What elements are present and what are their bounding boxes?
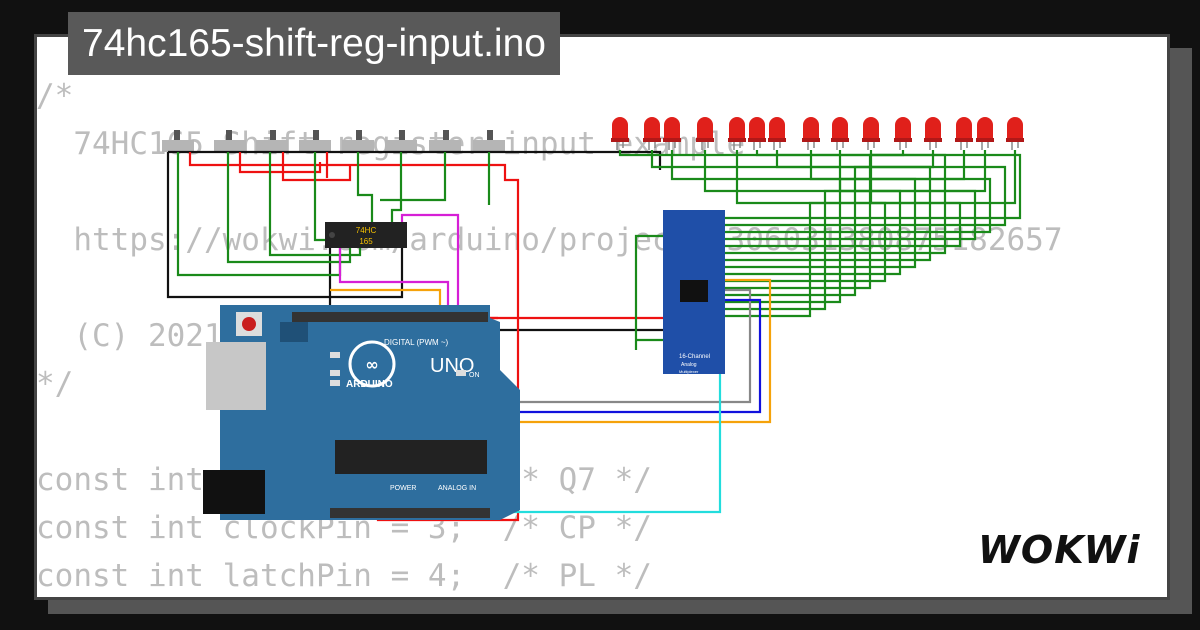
code-line: */: [36, 366, 74, 402]
wire: [490, 320, 722, 514]
code-line: /*: [36, 78, 74, 114]
wire: [166, 152, 404, 299]
wokwi-logo: WOKWi: [978, 528, 1141, 572]
atmega-chip: [335, 440, 487, 474]
digital-header: [292, 312, 488, 322]
led: [802, 117, 820, 150]
led: [924, 117, 942, 150]
wire: [618, 150, 1022, 220]
led: [663, 117, 681, 150]
analog-label: ANALOG IN: [438, 485, 476, 492]
led: [955, 117, 973, 150]
led: [862, 117, 880, 150]
slide-switch: [214, 130, 246, 152]
led: [1006, 117, 1024, 150]
on-label: ON: [469, 372, 480, 379]
slide-switch: [473, 130, 505, 152]
wire: [338, 248, 450, 318]
led: [768, 117, 786, 150]
slide-switch: [342, 130, 374, 152]
digital-label: DIGITAL (PWM ~): [384, 338, 449, 347]
led: [976, 117, 994, 150]
slide-switch: [162, 130, 194, 152]
wire: [724, 150, 905, 290]
led: [728, 117, 746, 150]
wire: [724, 150, 887, 283]
wire: [724, 150, 947, 255]
board-model: UNO: [430, 355, 474, 377]
slide-switch: [385, 130, 417, 152]
led: [643, 117, 661, 150]
wire: [634, 234, 665, 350]
power-analog-header: [330, 508, 490, 518]
power-label: POWER: [390, 485, 416, 492]
slide-switch: [256, 130, 288, 152]
slide-switch: [299, 130, 331, 152]
wire: [268, 152, 362, 257]
mux-label-1: 16-Channel: [679, 354, 710, 360]
wire: [400, 213, 460, 318]
wire: [168, 150, 662, 170]
shift-register-chip: 74HC 165: [325, 222, 407, 248]
wire: [390, 152, 403, 222]
reset-button: [242, 317, 256, 331]
chip-label-1: 74HC: [356, 226, 377, 235]
mux-label-3: Multiplexer: [679, 369, 699, 374]
led: [894, 117, 912, 150]
wire: [650, 150, 1007, 227]
svg-text:∞: ∞: [365, 355, 378, 374]
slide-switch: [429, 130, 461, 152]
led: [831, 117, 849, 150]
wire: [724, 150, 966, 304]
led: [748, 117, 766, 150]
wire: [356, 152, 374, 222]
mux-label-2: Analog: [681, 362, 697, 368]
multiplexer-board: 16-Channel Analog Multiplexer: [663, 210, 725, 374]
chip-label-2: 165: [359, 237, 373, 246]
slide-switches: [162, 130, 505, 152]
wire: [670, 150, 992, 234]
led-row: [611, 117, 1024, 150]
led: [611, 117, 629, 150]
wire: [281, 152, 352, 182]
wire: [313, 152, 325, 242]
code-line: const int latchPin = 4; /* PL */: [36, 558, 652, 594]
power-jack: [203, 470, 265, 514]
usb-port: [206, 342, 266, 410]
wire: [380, 152, 447, 202]
wire: [724, 150, 987, 311]
board-brand: ARDUINO: [346, 379, 393, 390]
arduino-uno-board: ∞ UNO ARDUINO DIGITAL (PWM ~) POWER ANAL…: [203, 305, 520, 520]
project-title: 74hc165-shift-reg-input.ino: [68, 12, 560, 75]
led: [696, 117, 714, 150]
wire: [724, 150, 935, 297]
wire: [724, 150, 1017, 318]
wire: [238, 152, 322, 174]
